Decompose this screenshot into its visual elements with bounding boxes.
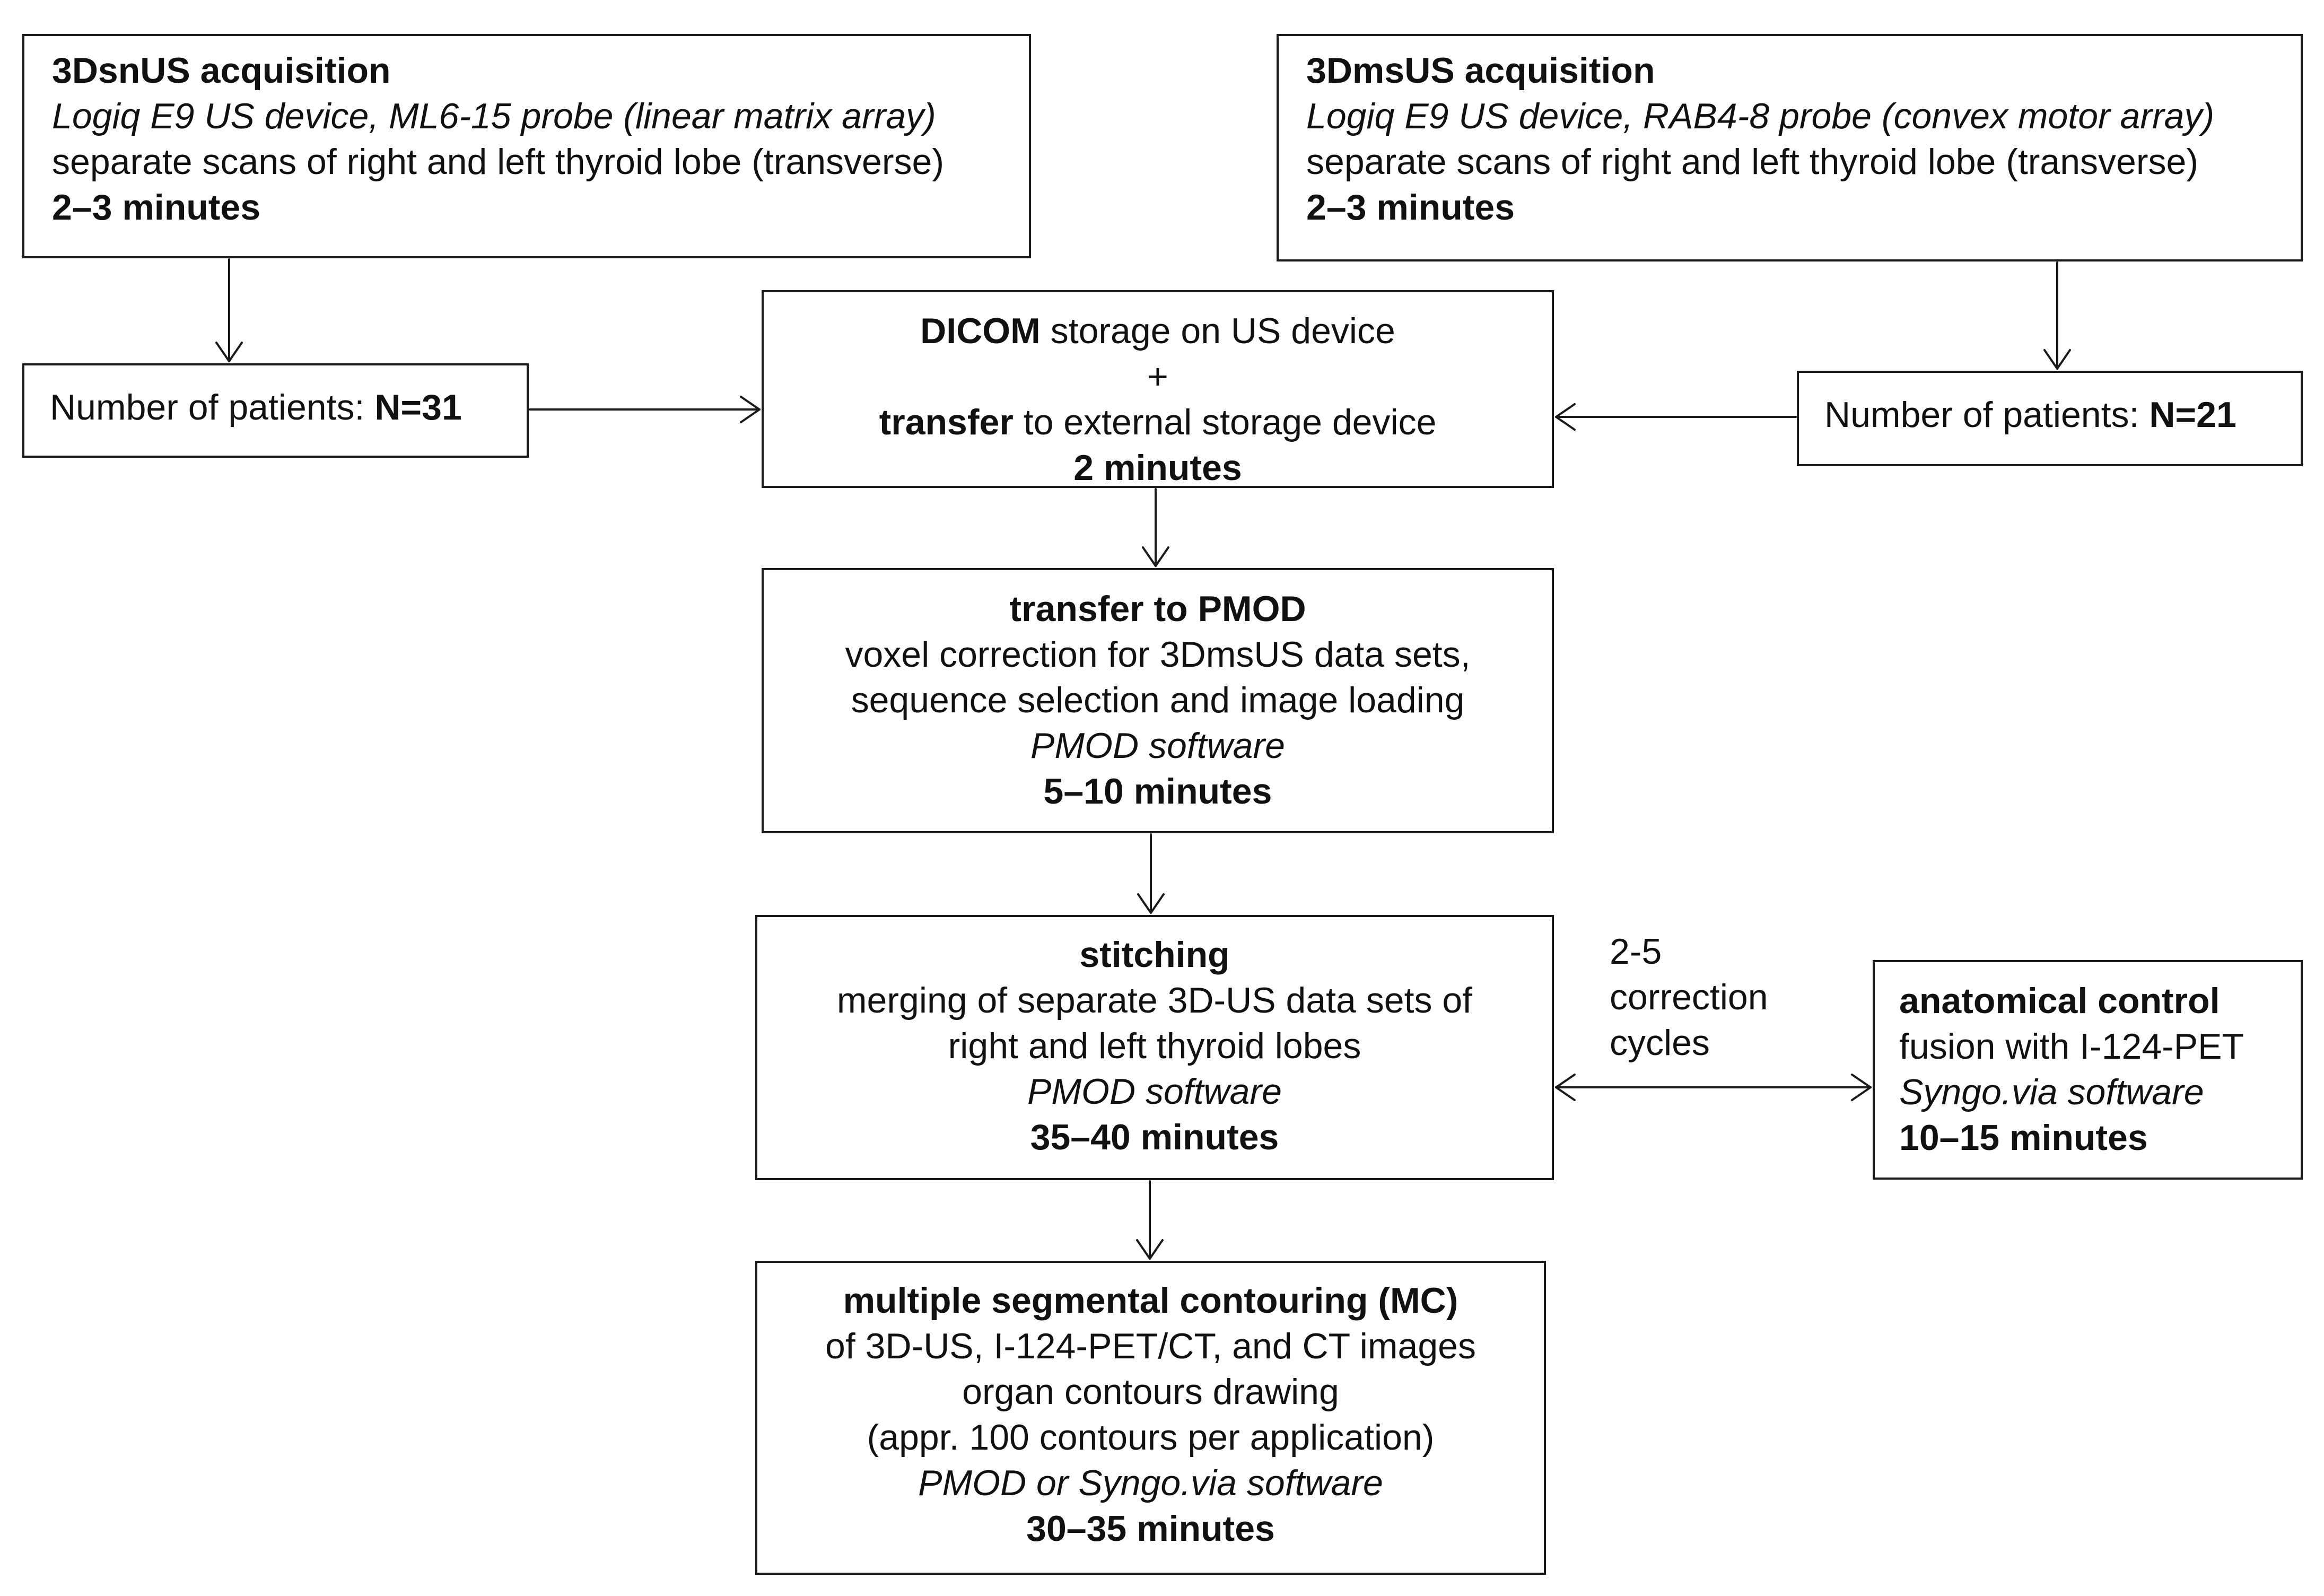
box-3dmsus-time: 2–3 minutes [1306,187,1515,228]
stitching-line1: merging of separate 3D-US data sets of [836,980,1473,1021]
pmod-time: 5–10 minutes [1043,771,1272,812]
box-3dmsus-title: 3DmsUS acquisition [1306,50,1655,91]
mc-title: multiple segmental contouring (MC) [843,1280,1458,1321]
stitching-software: PMOD software [1027,1071,1282,1112]
arrow-pmod-to-stitching [1137,833,1165,914]
arrow-snus-to-patients [215,258,243,362]
mc-software: PMOD or Syngo.via software [918,1463,1383,1503]
stitching-time: 35–40 minutes [1030,1117,1279,1157]
box-3dmsus-scans: separate scans of right and left thyroid… [1306,142,2198,182]
anat-line1: fusion with I-124-PET [1899,1026,2244,1067]
mc-line1: of 3D-US, I-124-PET/CT, and CT images [825,1326,1476,1366]
pmod-line1: voxel correction for 3DmsUS data sets, [845,634,1471,675]
transfer-line: transfer to external storage device [774,399,1541,445]
transfer-rest: to external storage device [1013,402,1437,442]
correction-cycles-line3: cycles [1610,1023,1710,1063]
box-3dsnus-acquisition: 3DsnUS acquisition Logiq E9 US device, M… [22,34,1031,258]
box-3dmsus-acquisition: 3DmsUS acquisition Logiq E9 US device, R… [1277,34,2303,261]
patients-left-label: Number of patients: [50,387,375,428]
mc-line2: organ contours drawing [962,1372,1339,1412]
box-stitching: stitching merging of separate 3D-US data… [755,915,1554,1180]
dicom-line: DICOM storage on US device [774,308,1541,354]
patients-left-value: N=31 [374,387,462,428]
pmod-software: PMOD software [1030,726,1285,766]
dicom-bold: DICOM [920,311,1041,351]
anat-title: anatomical control [1899,981,2220,1021]
box-dicom-storage: DICOM storage on US device + transfer to… [762,290,1554,488]
mc-line3: (appr. 100 contours per application) [867,1417,1435,1458]
arrow-msus-to-patients [2043,261,2071,370]
dicom-plus: + [1147,356,1168,397]
box-3dsnus-time: 2–3 minutes [52,187,261,228]
correction-cycles-line2: correction [1610,977,1768,1017]
arrow-patients-right-to-dicom [1555,403,1797,431]
box-patients-left: Number of patients: N=31 [22,363,529,458]
anat-software: Syngo.via software [1899,1072,2204,1112]
patients-right-value: N=21 [2149,395,2236,435]
stitching-title: stitching [1079,935,1230,975]
transfer-bold: transfer [879,402,1014,442]
pmod-line2: sequence selection and image loading [851,680,1465,720]
box-anatomical-control: anatomical control fusion with I-124-PET… [1873,960,2303,1180]
mc-time: 30–35 minutes [1026,1508,1275,1549]
arrow-stitching-to-mc [1136,1180,1164,1260]
box-transfer-to-pmod: transfer to PMOD voxel correction for 3D… [762,568,1554,833]
box-3dmsus-device: Logiq E9 US device, RAB4-8 probe (convex… [1306,96,2215,136]
arrow-dicom-to-pmod [1142,488,1169,567]
dicom-time: 2 minutes [1073,448,1242,488]
dicom-rest: storage on US device [1040,311,1395,351]
arrow-stitching-anatomical-bidirectional [1555,1074,1872,1101]
anat-time: 10–15 minutes [1899,1118,2148,1158]
pmod-title: transfer to PMOD [1009,589,1306,629]
arrow-patients-left-to-dicom [529,396,761,423]
box-3dsnus-title: 3DsnUS acquisition [52,50,391,91]
box-3dsnus-scans: separate scans of right and left thyroid… [52,142,944,182]
stitching-line2: right and left thyroid lobes [948,1026,1361,1066]
box-patients-right: Number of patients: N=21 [1797,371,2303,466]
patients-right-label: Number of patients: [1824,395,2150,435]
correction-cycles-line1: 2-5 [1610,931,1662,972]
box-multiple-segmental-contouring: multiple segmental contouring (MC) of 3D… [755,1261,1546,1575]
box-3dsnus-device: Logiq E9 US device, ML6-15 probe (linear… [52,96,936,136]
